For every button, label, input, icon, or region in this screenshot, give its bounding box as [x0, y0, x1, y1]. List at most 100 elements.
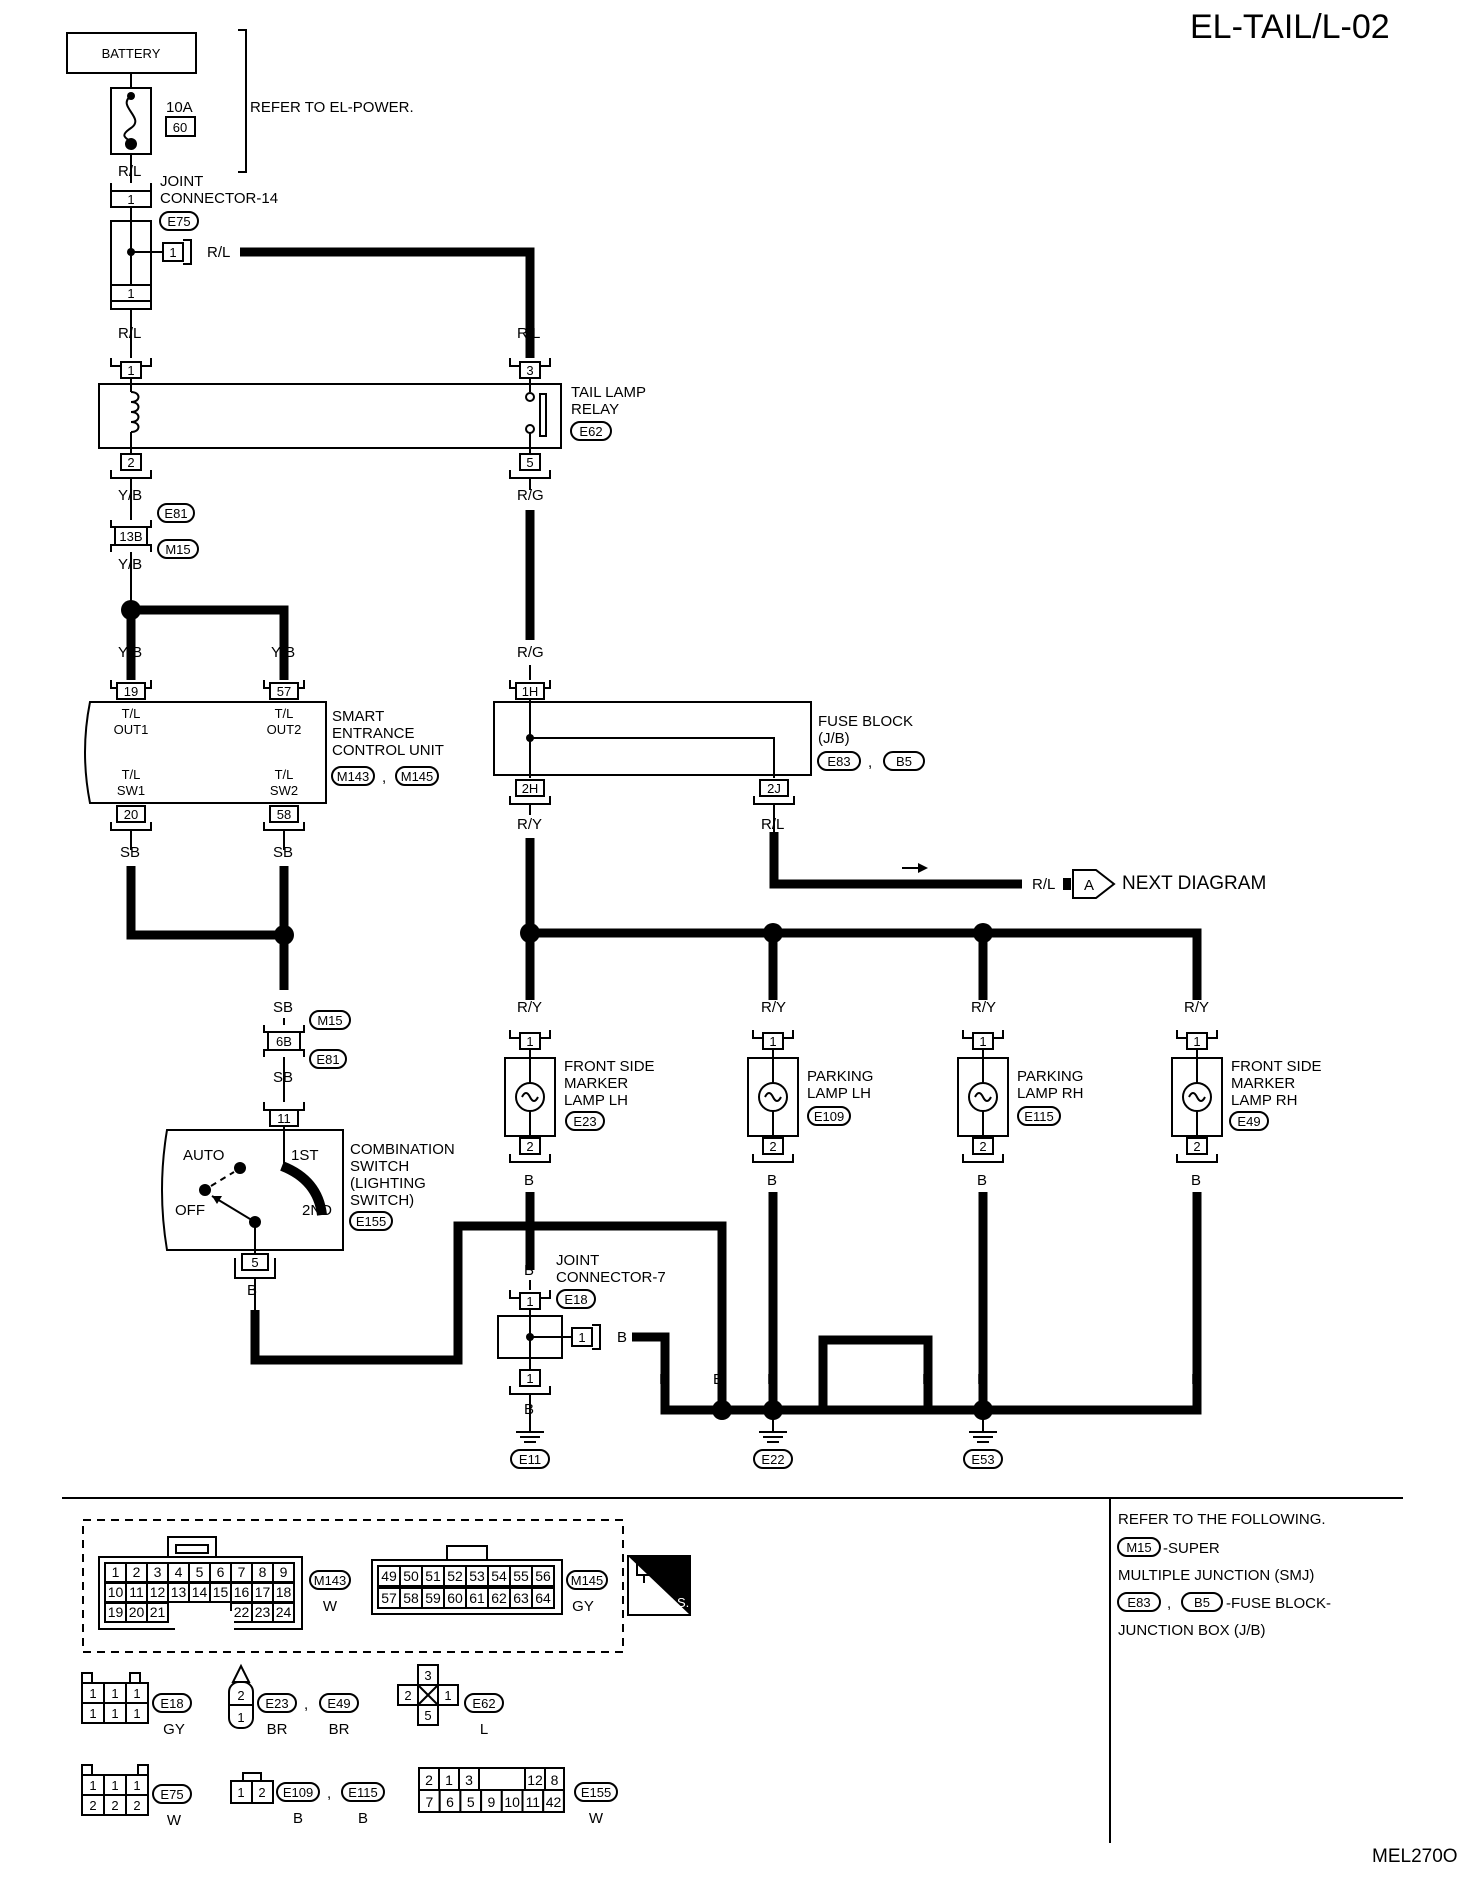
- pin-cell: 55: [513, 1568, 529, 1584]
- svg-text:1: 1: [89, 1706, 96, 1721]
- svg-text:E23: E23: [265, 1696, 288, 1711]
- svg-text:11: 11: [277, 1111, 291, 1126]
- pin-cell: 2: [425, 1772, 433, 1788]
- wire-label-rg-1: R/G: [517, 487, 544, 504]
- pin-cell: 14: [192, 1584, 208, 1600]
- wire-label-ry-4: R/Y: [971, 999, 996, 1016]
- wire-label-sb-1: SB: [120, 844, 140, 861]
- svg-text:SW2: SW2: [270, 783, 298, 798]
- svg-text:RELAY: RELAY: [571, 401, 619, 418]
- pin-cell: 3: [154, 1564, 162, 1580]
- switch-pos-auto: AUTO: [183, 1147, 224, 1164]
- pin-cell: 49: [381, 1568, 397, 1584]
- svg-text:E115: E115: [348, 1785, 377, 1800]
- wire-label-rl-5: R/L: [761, 816, 784, 833]
- splice-ry-1: [520, 923, 540, 943]
- tail-lamp-relay: [98, 383, 562, 449]
- pin-cell: 11: [129, 1584, 144, 1600]
- svg-text:5: 5: [526, 455, 533, 470]
- wire-label-ry-5: R/Y: [1184, 999, 1209, 1016]
- connector-face-e75: 1 1 1 2 2 2: [81, 1764, 149, 1816]
- wire-label-rl-2: R/L: [118, 325, 141, 342]
- wire-sb-sw1: [126, 866, 284, 940]
- joint14-connector: E75: [167, 214, 190, 229]
- svg-text:(J/B): (J/B): [818, 730, 850, 747]
- svg-text:1: 1: [89, 1686, 96, 1701]
- pin-cell: 12: [527, 1772, 543, 1788]
- wire-label-ry-1: R/Y: [517, 816, 542, 833]
- wire-label-rl-3: R/L: [207, 244, 230, 261]
- svg-text:1: 1: [237, 1710, 244, 1725]
- relay-switch-icon: [539, 393, 547, 437]
- splice-ry-3: [973, 923, 993, 943]
- wire-b-switch-cross: [530, 1221, 727, 1390]
- svg-text:M15: M15: [1126, 1540, 1151, 1555]
- pin-cell: 18: [276, 1584, 292, 1600]
- svg-text:20: 20: [124, 807, 138, 822]
- svg-text:PARKING: PARKING: [807, 1068, 873, 1085]
- wire-label-b-12: B: [1191, 1371, 1201, 1388]
- pin-cell: 62: [491, 1590, 507, 1606]
- svg-text:1H: 1H: [522, 684, 539, 699]
- pin-cell: 8: [259, 1564, 267, 1580]
- power-bracket: [238, 29, 247, 173]
- pin-cell: 5: [196, 1564, 204, 1580]
- next-diagram-ref: A: [1084, 877, 1094, 894]
- refer-fuse-line1: -FUSE BLOCK-: [1226, 1595, 1331, 1612]
- pin-cell: 54: [491, 1568, 507, 1584]
- wire-label-b-11: B: [977, 1371, 987, 1388]
- svg-text:2J: 2J: [767, 781, 781, 796]
- svg-text:E83: E83: [1127, 1595, 1150, 1610]
- fuse-block-connector-b5: B5: [896, 754, 912, 769]
- switch-pos-off: OFF: [175, 1202, 205, 1219]
- pin-cell: 2: [133, 1564, 141, 1580]
- wire-label-rg-2: R/G: [517, 644, 544, 661]
- svg-text:1: 1: [444, 1688, 451, 1703]
- svg-text:,: ,: [327, 1785, 331, 1802]
- pin-cell: 23: [255, 1604, 271, 1620]
- e155-color: W: [589, 1810, 604, 1827]
- svg-text:3: 3: [526, 363, 533, 378]
- svg-text:LAMP RH: LAMP RH: [1017, 1085, 1083, 1102]
- pin-cell: 10: [504, 1794, 520, 1810]
- pin-13b: 13B: [119, 529, 142, 544]
- svg-text:1: 1: [237, 1785, 244, 1800]
- m145-color: GY: [572, 1598, 594, 1615]
- svg-text:B5: B5: [1194, 1595, 1210, 1610]
- pin-cell: 56: [535, 1568, 551, 1584]
- pin-cell: 10: [108, 1584, 124, 1600]
- pin-cell: 64: [535, 1590, 551, 1606]
- refer-m15-line2: MULTIPLE JUNCTION (SMJ): [1118, 1567, 1314, 1584]
- svg-text:JOINT: JOINT: [556, 1252, 599, 1269]
- refer-el-power: REFER TO EL-POWER.: [250, 99, 414, 116]
- svg-text:E155: E155: [581, 1785, 611, 1800]
- svg-text:SMART: SMART: [332, 708, 384, 725]
- next-wire-label: R/L: [1032, 876, 1055, 893]
- wire-label-rl-1: R/L: [118, 163, 141, 180]
- pin-cell: 5: [467, 1794, 475, 1810]
- ground-e22: E22: [761, 1452, 784, 1467]
- svg-text:1: 1: [127, 363, 134, 378]
- svg-text:2H: 2H: [522, 781, 539, 796]
- svg-text:1: 1: [526, 1371, 533, 1386]
- wire-rl-relay: [240, 247, 535, 358]
- figure-code: MEL270O: [1372, 1846, 1458, 1867]
- wire-label-yb-1: Y/B: [118, 487, 142, 504]
- svg-text:JOINT: JOINT: [160, 173, 203, 190]
- ground-e11: E11: [519, 1452, 541, 1467]
- svg-text:2: 2: [89, 1798, 96, 1813]
- svg-text:LAMP LH: LAMP LH: [807, 1085, 871, 1102]
- ground-symbol-icon: [759, 1431, 787, 1443]
- wire-label-b-4: B: [1191, 1172, 1201, 1189]
- pin-cell: 16: [234, 1584, 250, 1600]
- harness-m15-b: M15: [317, 1013, 342, 1028]
- pin-cell: 59: [425, 1590, 441, 1606]
- e18-color: GY: [163, 1721, 185, 1738]
- switch-pos-1st: 1ST: [291, 1147, 319, 1164]
- pin-cell: 7: [238, 1564, 246, 1580]
- svg-text:1: 1: [127, 192, 134, 207]
- battery-box: [66, 32, 197, 74]
- wire-label-b-6: B: [659, 1371, 669, 1388]
- pin-cell: 53: [469, 1568, 485, 1584]
- m143-color: W: [323, 1598, 338, 1615]
